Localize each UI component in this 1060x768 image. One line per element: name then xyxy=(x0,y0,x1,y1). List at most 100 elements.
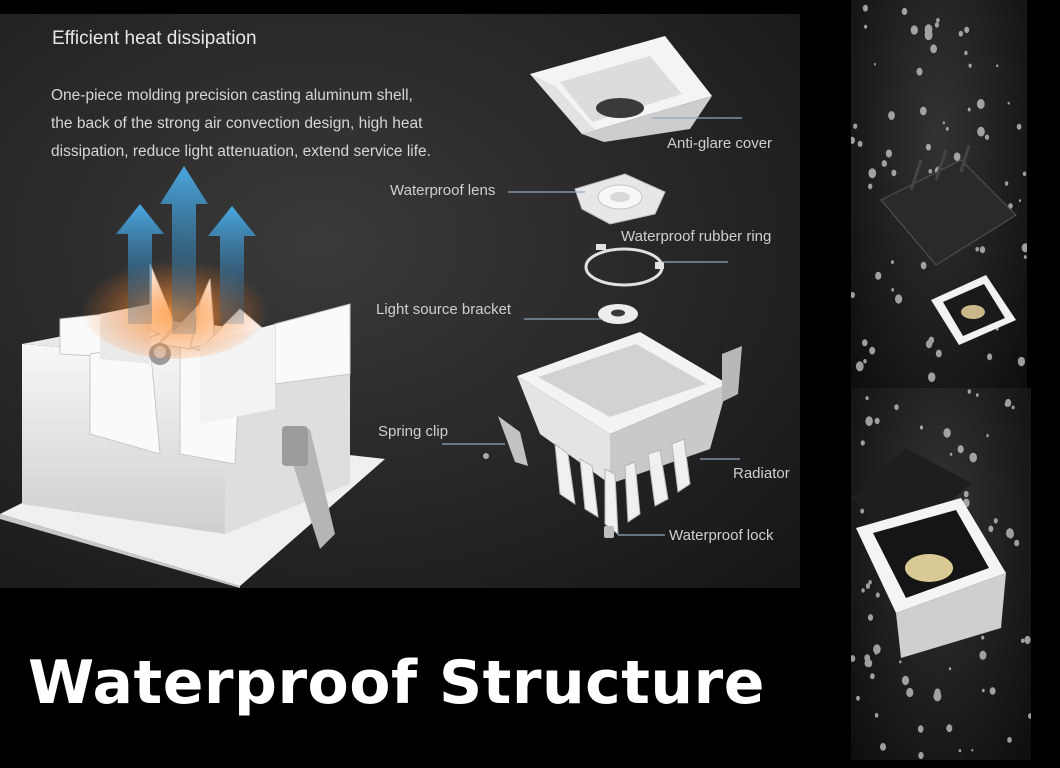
water-droplet xyxy=(925,143,931,151)
water-droplet xyxy=(874,62,876,66)
water-droplet xyxy=(948,667,952,671)
water-droplet xyxy=(933,691,942,702)
water-droplet xyxy=(1017,356,1025,367)
water-droplet xyxy=(988,525,994,533)
water-droplet xyxy=(864,24,868,29)
water-droplet xyxy=(855,361,864,372)
water-droplet xyxy=(1006,528,1014,539)
heading: Efficient heat dissipation xyxy=(52,28,257,49)
water-droplet xyxy=(996,64,999,68)
water-droplet xyxy=(971,748,974,752)
water-droplet xyxy=(890,260,894,264)
water-droplet xyxy=(946,724,953,733)
water-droplet xyxy=(851,655,856,662)
water-droplet xyxy=(1028,713,1031,719)
water-droplet xyxy=(979,246,986,254)
label-waterproof-rubber-ring: Waterproof rubber ring xyxy=(621,228,772,245)
water-droplet xyxy=(975,393,979,397)
water-droplet xyxy=(1014,539,1020,547)
label-radiator: Radiator xyxy=(733,465,790,482)
water-droplet xyxy=(888,111,895,120)
water-droplet xyxy=(875,592,880,598)
description: One-piece molding precision casting alum… xyxy=(51,82,431,166)
label-anti-glare-cover: Anti-glare cover xyxy=(667,135,773,152)
water-droplet xyxy=(895,294,903,304)
water-droplet xyxy=(864,654,871,662)
water-droplet xyxy=(967,107,971,112)
label-spring-clip: Spring clip xyxy=(378,423,449,440)
exploded-view-drawing xyxy=(0,36,742,588)
waterproof-rubber-ring-part xyxy=(584,244,664,287)
label-waterproof-lens: Waterproof lens xyxy=(390,182,496,199)
airflow-arrow-icon xyxy=(116,204,164,324)
water-droplet xyxy=(942,121,945,125)
water-droplet xyxy=(891,288,895,292)
water-droplet xyxy=(984,134,990,140)
water-droplets-photo-2 xyxy=(851,389,1031,760)
airflow-illustration xyxy=(80,166,270,359)
water-droplet xyxy=(957,445,964,454)
water-droplet xyxy=(1007,736,1012,743)
water-droplet xyxy=(910,25,918,35)
water-droplet xyxy=(868,580,872,585)
water-droplet xyxy=(975,247,979,252)
water-droplet xyxy=(901,7,908,16)
water-droplet xyxy=(979,650,987,660)
water-droplet xyxy=(981,635,985,640)
banner-title: Waterproof Structure xyxy=(28,648,765,718)
water-droplet xyxy=(861,588,865,593)
water-droplet xyxy=(918,751,924,760)
water-droplet xyxy=(964,50,968,56)
water-droplet xyxy=(874,712,879,718)
water-droplet xyxy=(986,434,989,438)
radiator-part xyxy=(517,332,742,536)
water-droplet xyxy=(928,169,933,174)
water-droplet xyxy=(873,644,881,655)
airflow-arrow-icon xyxy=(208,206,256,324)
water-droplet xyxy=(1004,181,1009,186)
water-droplet xyxy=(1011,405,1015,410)
water-droplet xyxy=(899,660,902,664)
water-droplet xyxy=(916,67,923,76)
water-droplet xyxy=(863,359,867,364)
water-droplet xyxy=(945,126,949,131)
water-droplet xyxy=(936,17,940,23)
water-droplet xyxy=(853,123,858,129)
water-droplet xyxy=(949,452,953,456)
water-droplet xyxy=(969,452,977,463)
water-droplet xyxy=(919,425,924,430)
water-droplet xyxy=(901,675,910,686)
product-photo-top xyxy=(851,0,1027,390)
water-droplet xyxy=(958,30,963,37)
water-droplet xyxy=(857,140,863,147)
water-droplet xyxy=(1007,101,1010,105)
water-droplet xyxy=(880,743,886,751)
water-droplet xyxy=(1020,638,1025,644)
water-droplet xyxy=(865,583,870,589)
water-droplet xyxy=(851,136,855,144)
water-droplet xyxy=(906,687,914,698)
water-droplet xyxy=(1022,171,1027,176)
description-line-1: One-piece molding precision casting alum… xyxy=(51,87,413,104)
water-droplet xyxy=(989,687,996,695)
waterproof-lens-part xyxy=(574,173,666,225)
water-droplet xyxy=(925,340,933,349)
water-droplet xyxy=(993,518,998,524)
water-droplet xyxy=(968,63,972,68)
water-droplet xyxy=(860,508,865,514)
airflow-arrow-icon xyxy=(160,166,208,334)
water-droplet xyxy=(967,389,971,394)
water-droplet xyxy=(928,372,936,383)
water-droplets-photo xyxy=(851,4,1027,383)
water-droplet xyxy=(930,44,937,54)
water-droplet xyxy=(856,695,860,701)
water-droplet xyxy=(1016,123,1022,130)
water-droplet xyxy=(1021,243,1027,253)
water-droplet xyxy=(874,652,877,655)
water-droplet xyxy=(1024,635,1031,645)
waterproof-lock-part xyxy=(604,526,614,538)
water-droplet xyxy=(862,339,868,347)
water-droplet xyxy=(920,106,927,116)
description-line-2: the back of the strong air convection de… xyxy=(51,115,423,132)
water-droplet xyxy=(865,416,873,427)
